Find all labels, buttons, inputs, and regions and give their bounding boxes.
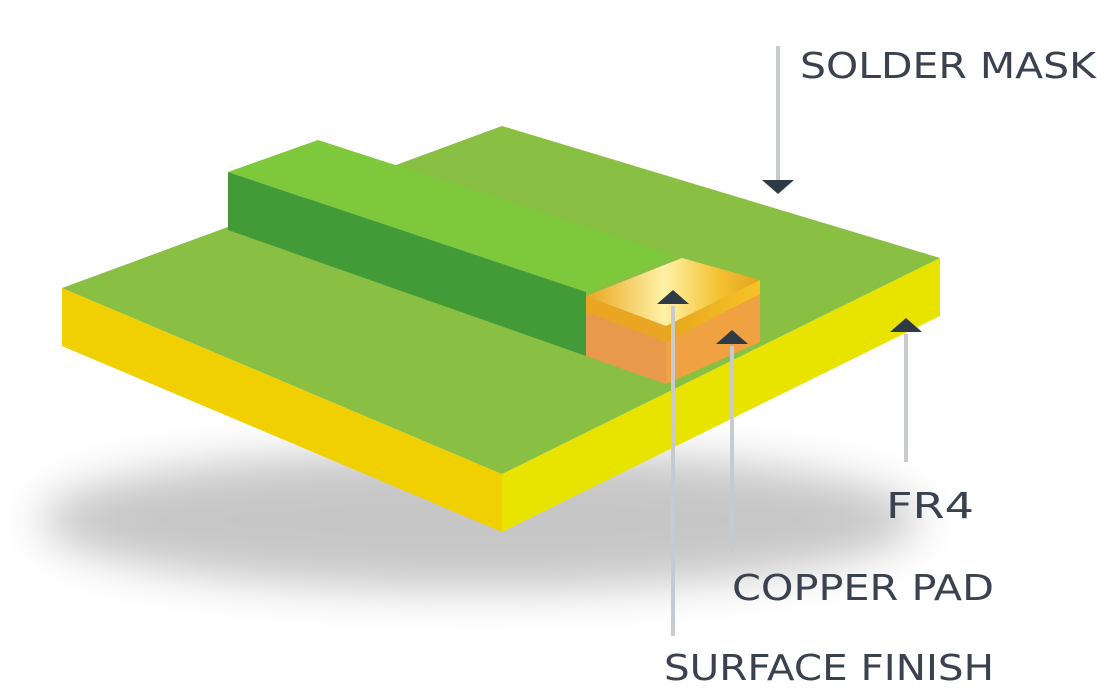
layer-labels: SOLDER MASK FR4 COPPER PAD SURFACE FINIS… xyxy=(664,46,1098,689)
copper-pad-marker xyxy=(716,330,748,344)
fr4-front-face xyxy=(502,258,940,532)
surface-finish-label: SURFACE FINISH xyxy=(664,648,994,689)
surface-finish-right-edge xyxy=(666,280,760,342)
surface-finish-front-edge xyxy=(586,296,666,342)
solder-mask-top-face xyxy=(228,140,676,292)
solder-mask-label: SOLDER MASK xyxy=(800,46,1098,87)
surface-finish-marker xyxy=(657,290,689,304)
copper-pad-right-face xyxy=(666,294,760,384)
copper-pad-front-face xyxy=(586,312,666,384)
fr4-label: FR4 xyxy=(886,486,974,527)
solder-mask-side-face xyxy=(228,172,586,356)
leader-lines xyxy=(671,46,908,636)
fr4-left-face xyxy=(62,288,502,532)
fr4-marker xyxy=(890,318,922,332)
copper-pad-label: COPPER PAD xyxy=(732,568,994,609)
solder-mask-ridge xyxy=(228,140,676,356)
leader-markers xyxy=(657,180,922,344)
solder-mask-marker xyxy=(762,180,794,194)
